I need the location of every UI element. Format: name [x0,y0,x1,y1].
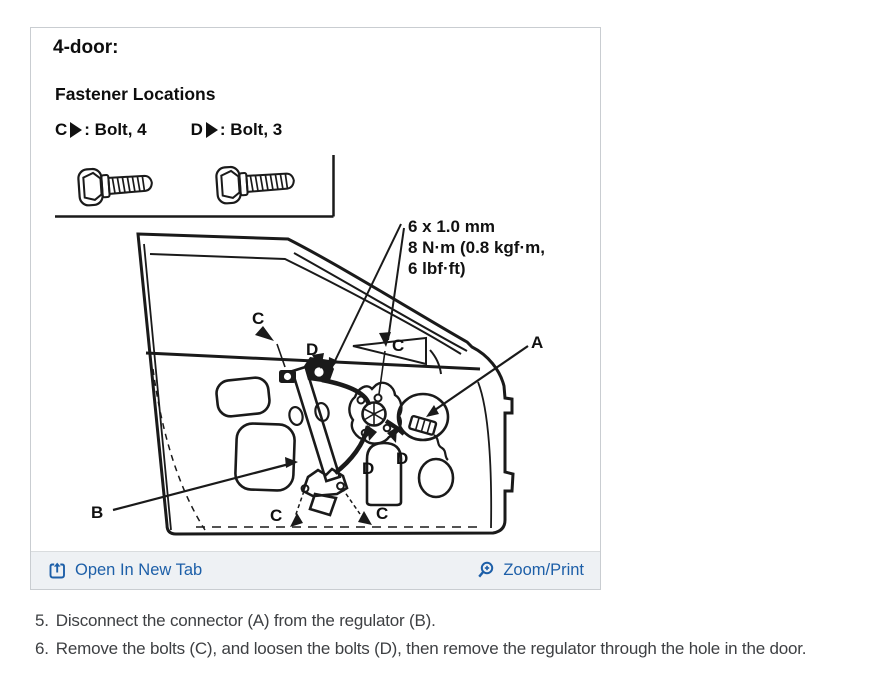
fastener-legend: C : Bolt, 4 D : Bolt, 3 [55,120,282,140]
door-regulator-diagram: A B C C D D D C C 6 x 1.0 mm 8 N·m (0.8 … [91,217,545,536]
triangle-marker-icon [205,122,218,138]
zoom-print-link[interactable]: Zoom/Print [475,561,584,580]
figure-title: Fastener Locations [55,84,216,104]
door-panel-holes [215,376,455,507]
regulator-motor [348,381,403,445]
step-number: 5. [35,611,49,630]
legend-label: : Bolt, 3 [219,120,283,139]
step-text: Disconnect the connector (A) from the re… [55,611,436,630]
bolt-d-drawing [215,165,295,205]
instruction-step-5: 5. Disconnect the connector (A) from the… [35,611,873,631]
legend-item-c: C : Bolt, 4 [55,120,147,140]
instruction-step-6: 6. Remove the bolts (C), and loosen the … [35,639,873,659]
label-c-top-right: C [392,336,404,355]
label-b: B [91,503,103,522]
panel-footer: Open In New Tab Zoom/Print [31,551,600,589]
label-d-top: D [306,340,318,359]
panel-title: 4-door: [53,37,119,58]
triangle-marker-icon [70,122,83,138]
torque-note-line2: 8 N·m (0.8 kgf·m, [408,238,545,257]
torque-note-line1: 6 x 1.0 mm [408,217,495,236]
zoom-print-icon [478,561,494,578]
label-c-bottom-left: C [270,506,282,525]
regulator-rail [279,357,349,517]
open-in-new-tab-icon [49,562,65,578]
bolt-illustration [55,155,335,218]
open-in-new-tab-link[interactable]: Open In New Tab [48,561,202,580]
bolt-c-drawing [77,167,153,207]
step-number: 6. [35,639,49,658]
diagram-labels: A B C C D D D C C 6 x 1.0 mm 8 N·m (0.8 … [91,217,545,525]
legend-label: : Bolt, 4 [84,120,147,139]
connector [408,414,449,461]
step-text: Remove the bolts (C), and loosen the bol… [55,639,807,658]
legend-letter: C [55,120,68,139]
label-d-mid-left: D [362,459,374,478]
instruction-list: 5. Disconnect the connector (A) from the… [35,611,873,667]
label-a: A [531,333,543,352]
zoom-print-label: Zoom/Print [503,561,584,579]
diagram-panel: 4-door: Fastener Locations C : Bolt, 4 D… [30,27,601,590]
label-d-mid-right: D [396,449,408,468]
legend-item-d: D : Bolt, 3 [191,120,283,140]
label-c-top-left: C [252,309,264,328]
label-c-bottom-right: C [376,504,388,523]
torque-note-line3: 6 lbf·ft) [408,259,466,278]
open-in-new-tab-label: Open In New Tab [75,561,203,579]
legend-letter: D [190,120,203,139]
leader-lines [112,223,529,527]
